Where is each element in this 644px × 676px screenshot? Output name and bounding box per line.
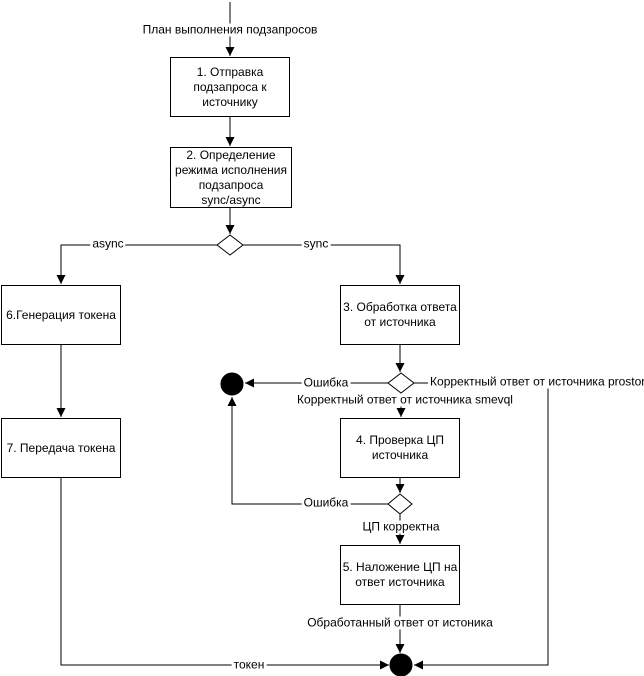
step-1-send-subquery: 1. Отправка подзапроса к источнику: [170, 57, 290, 117]
edge-async-to-step6: [56, 244, 217, 284]
edge-step7-token-to-final: [60, 478, 389, 670]
decision-response-check: [387, 372, 415, 394]
step-5-apply-signature: 5. Наложение ЦП на ответ источника: [340, 545, 460, 605]
decision-sync-async: [216, 234, 244, 256]
decision-cp-check: [387, 493, 413, 515]
label-sync: sync: [301, 236, 331, 251]
label-smevql: Корректный ответ от источника smevql: [295, 392, 515, 407]
label-error-top: Ошибка: [301, 375, 351, 390]
step-3-process-response: 3. Обработка ответа от источника: [340, 285, 460, 345]
step-6-generate-token: 6.Генерация токена: [1, 285, 121, 345]
label-cp-ok: ЦП корректна: [360, 519, 442, 534]
label-plan: План выполнения подзапросов: [140, 22, 320, 37]
edge-sync-to-step3: [243, 244, 405, 284]
label-processed: Обработанный ответ от истоника: [305, 615, 495, 630]
step-2-determine-mode: 2. Определение режима исполнения подзапр…: [170, 147, 292, 208]
step-7-pass-token: 7. Передача токена: [1, 418, 121, 478]
label-async: async: [90, 236, 126, 251]
label-token: токен: [231, 657, 267, 672]
label-prostore: Корректный ответ от источника prostore: [428, 375, 644, 389]
error-end-node: [220, 372, 244, 396]
label-error-bottom: Ошибка: [301, 495, 351, 510]
step-4-verify-signature: 4. Проверка ЦП источника: [340, 418, 460, 478]
final-end-node: [389, 653, 413, 676]
